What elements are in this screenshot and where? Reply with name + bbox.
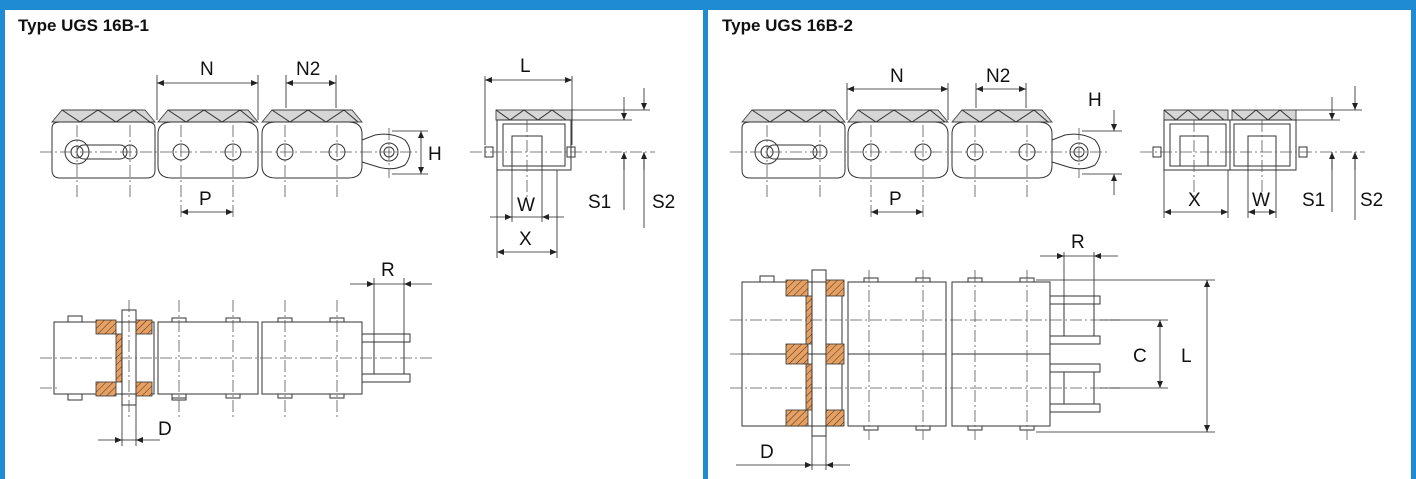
label-h: H: [428, 144, 442, 165]
panel-title-left: Type UGS 16B-1: [18, 16, 150, 35]
label-c: C: [1133, 346, 1147, 367]
label-s2-right: S2: [1360, 190, 1383, 211]
left-top-view: R D: [40, 260, 432, 446]
connecting-pin-right: [811, 269, 827, 437]
label-p: P: [199, 189, 212, 210]
label-x-right: X: [1188, 190, 1201, 211]
label-s1-right: S1: [1302, 190, 1325, 211]
link-1: [51, 121, 156, 179]
label-d: D: [158, 419, 172, 440]
left-side-view: N N2 P H: [40, 59, 442, 218]
label-s1: S1: [588, 192, 611, 213]
label-l-right: L: [1181, 346, 1192, 367]
right-side-view: N N2 P H: [730, 66, 1122, 218]
label-h-right: H: [1088, 90, 1102, 111]
left-end-view: L W X S1 S2: [470, 56, 675, 258]
panel-ugs-16b-2: [703, 10, 1416, 479]
label-p-right: P: [889, 189, 902, 210]
label-l: L: [520, 56, 531, 77]
link-3: [261, 121, 363, 179]
label-d-right: D: [760, 442, 774, 463]
pad-3: [261, 109, 363, 123]
label-n2: N2: [296, 59, 320, 80]
label-r-right: R: [1071, 232, 1085, 253]
panel-ugs-16b-1: [0, 10, 708, 479]
label-n: N: [200, 59, 214, 80]
panel-title-right: Type UGS 16B-2: [722, 16, 854, 35]
label-s2: S2: [652, 192, 675, 213]
pad-1: [51, 109, 156, 123]
label-n2-right: N2: [986, 66, 1010, 87]
label-n-right: N: [890, 66, 904, 87]
label-x: X: [519, 229, 532, 250]
right-end-view: X W S1 S2: [1140, 86, 1383, 220]
right-top-view: R C L D: [730, 232, 1215, 470]
label-w: W: [517, 195, 535, 216]
label-r: R: [381, 260, 395, 281]
end-plate: [361, 133, 411, 170]
link-2: [157, 121, 259, 179]
label-w-right: W: [1252, 190, 1270, 211]
top-accent-band: [0, 0, 1416, 10]
